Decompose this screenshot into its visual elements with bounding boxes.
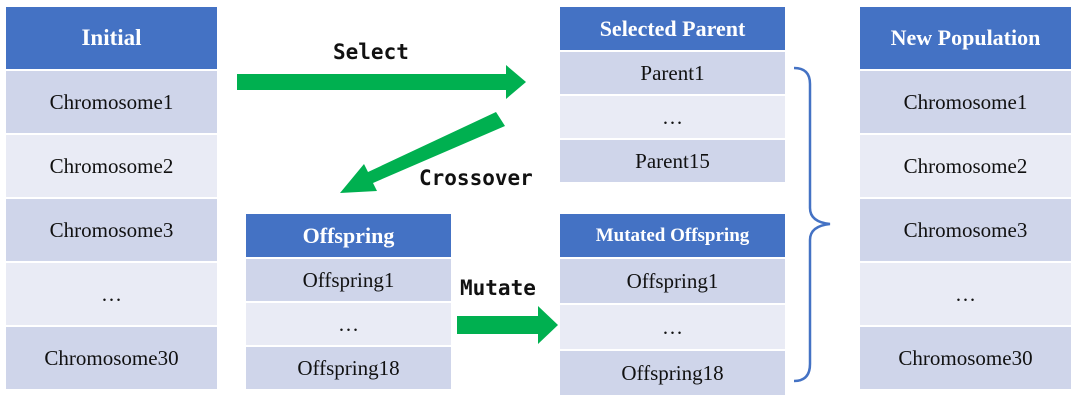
offspring-table: Offspring Offspring1 … Offspring18 xyxy=(246,214,451,389)
new-population-row-5: Chromosome30 xyxy=(860,325,1071,389)
select-label: Select xyxy=(333,40,409,64)
new-population-header: New Population xyxy=(860,7,1071,69)
mutated-offspring-row-2: … xyxy=(560,303,785,349)
initial-row-2: Chromosome2 xyxy=(6,133,217,197)
mutated-offspring-table: Mutated Offspring Offspring1 … Offspring… xyxy=(560,214,785,395)
merge-brace xyxy=(793,66,831,383)
crossover-arrow xyxy=(340,112,505,193)
selected-parent-row-3: Parent15 xyxy=(560,138,785,182)
selected-parent-row-1: Parent1 xyxy=(560,50,785,94)
initial-row-1: Chromosome1 xyxy=(6,69,217,133)
offspring-row-1: Offspring1 xyxy=(246,257,451,301)
mutated-offspring-row-1: Offspring1 xyxy=(560,257,785,303)
new-population-row-3: Chromosome3 xyxy=(860,197,1071,261)
mutated-offspring-header: Mutated Offspring xyxy=(560,214,785,257)
offspring-row-3: Offspring18 xyxy=(246,345,451,389)
initial-row-3: Chromosome3 xyxy=(6,197,217,261)
new-population-table: New Population Chromosome1 Chromosome2 C… xyxy=(860,7,1071,389)
initial-row-5: Chromosome30 xyxy=(6,325,217,389)
select-arrow xyxy=(237,65,526,99)
mutate-label: Mutate xyxy=(460,276,536,300)
mutate-arrow xyxy=(457,306,558,344)
initial-header: Initial xyxy=(6,7,217,69)
initial-population-table: Initial Chromosome1 Chromosome2 Chromoso… xyxy=(6,7,217,389)
selected-parent-header: Selected Parent xyxy=(560,7,785,50)
new-population-row-2: Chromosome2 xyxy=(860,133,1071,197)
initial-row-4: … xyxy=(6,261,217,325)
mutated-offspring-row-3: Offspring18 xyxy=(560,349,785,395)
selected-parent-table: Selected Parent Parent1 … Parent15 xyxy=(560,7,785,182)
crossover-label: Crossover xyxy=(419,166,533,190)
selected-parent-row-2: … xyxy=(560,94,785,138)
new-population-row-4: … xyxy=(860,261,1071,325)
new-population-row-1: Chromosome1 xyxy=(860,69,1071,133)
offspring-row-2: … xyxy=(246,301,451,345)
offspring-header: Offspring xyxy=(246,214,451,257)
